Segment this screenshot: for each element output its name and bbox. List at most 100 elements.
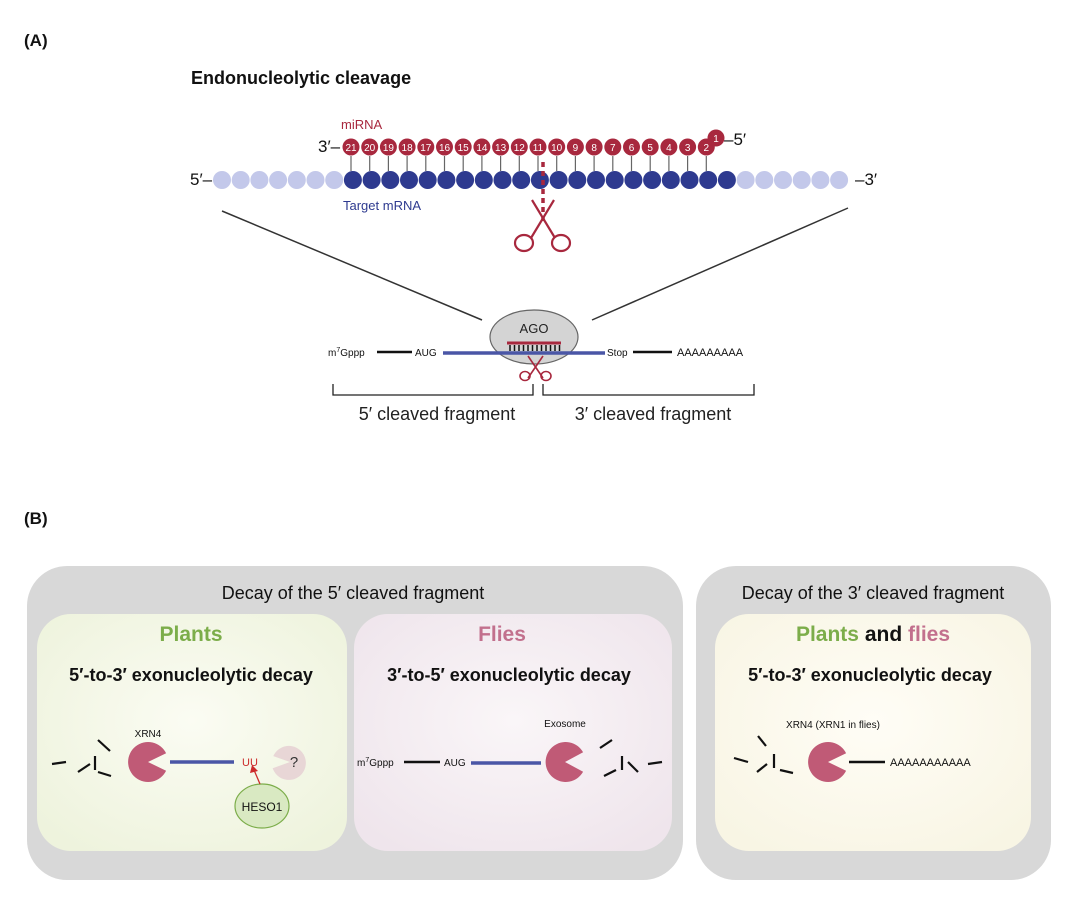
heso1-arrowhead: [250, 765, 258, 773]
mrna-bead-paired: [717, 171, 736, 189]
plants-and-flies-box: [715, 614, 1031, 851]
degraded-fragments-icon: [51, 739, 112, 778]
mirna-nucleotide: [379, 138, 397, 156]
mrna-bead-paired: [568, 171, 587, 189]
heso1-arrow: [253, 769, 261, 785]
mirna-nucleotide-number: 17: [420, 143, 432, 154]
mrna-bead-paired: [587, 171, 605, 189]
panel-b-label: (B): [24, 509, 48, 528]
heso1-enzyme: [234, 783, 290, 829]
heso1-label: HESO1: [242, 800, 283, 814]
xrn4-pacman-icon: [128, 742, 167, 782]
box-3-title: Decay of the 3′ cleaved fragment: [742, 583, 1005, 603]
mirna-nucleotide-number: 7: [610, 143, 616, 154]
mirna-nucleotide-number: 4: [666, 143, 672, 154]
mirna-nucleotide: [604, 138, 622, 156]
mirna-nucleotide-number: 1: [713, 134, 719, 145]
mirna-nucleotide: [548, 138, 566, 156]
mrna-bead: [830, 171, 849, 189]
mirna-nucleotide-number: 2: [704, 143, 710, 154]
plants-and-flies-subtitle: 5′-to-3′ exonucleolytic decay: [748, 665, 992, 685]
bracket-5-fragment: [332, 384, 534, 396]
mrna-bead-paired: [381, 171, 400, 189]
mrna-bead-paired: [512, 171, 531, 189]
mrna-5prime-end: 5′–: [190, 170, 213, 189]
aug-label-b: AUG: [444, 758, 466, 769]
mirna-nucleotide-number: 12: [514, 143, 526, 154]
mrna-bead-paired: [418, 171, 437, 189]
mirna-nucleotide-number: 11: [533, 143, 544, 154]
mrna-bead-paired: [493, 171, 512, 189]
mrna-bead-paired: [699, 171, 718, 189]
mirna-nucleotide-unpaired: [707, 129, 725, 147]
mirna-nucleotide: [510, 138, 528, 156]
cap-label-a: m7Gppp: [328, 347, 365, 359]
mrna-bead-paired: [474, 171, 493, 189]
mirna-label: miRNA: [341, 117, 382, 132]
mirna-nucleotide: [679, 138, 697, 156]
mirna-nucleotide: [473, 138, 491, 156]
mrna-bead: [250, 171, 269, 189]
mrna-bead-paired: [680, 171, 699, 189]
small-scissors-icon: [519, 355, 552, 382]
mrna-bead: [325, 171, 344, 189]
mrna-bead: [213, 171, 231, 189]
mirna-nucleotide-number: 21: [345, 143, 357, 154]
mirna-nucleotide: [641, 138, 659, 156]
mirna-nucleotide-number: 6: [629, 143, 635, 154]
exosome-pacman-icon: [545, 742, 584, 782]
xrn4-label: XRN4: [135, 729, 162, 740]
plants-title: Plants: [159, 623, 222, 646]
mirna-nucleotide: [492, 138, 510, 156]
mrna-bead: [811, 171, 830, 189]
mirna-nucleotide-number: 16: [439, 143, 451, 154]
mirna-nucleotide-number: 8: [591, 143, 597, 154]
plants-and-flies-title: Plants and flies: [796, 623, 950, 646]
flies-subtitle: 3′-to-5′ exonucleolytic decay: [387, 665, 631, 685]
mirna-nucleotide: [436, 138, 453, 156]
ago-protein: [489, 309, 579, 365]
mirna-nucleotide: [623, 138, 640, 156]
mrna-bead-paired: [362, 171, 381, 189]
mirna-nucleotide-number: 3: [685, 143, 691, 154]
cap-label-b: m7Gppp: [357, 757, 394, 769]
exosome-label: Exosome: [544, 719, 586, 730]
mirna-nucleotide-number: 13: [495, 143, 507, 154]
mirna-nucleotide: [660, 138, 678, 156]
mrna-bead-paired: [605, 171, 624, 189]
mirna-nucleotide-number: 20: [364, 143, 376, 154]
mrna-bead-paired: [530, 171, 549, 189]
mrna-3prime-end: –3′: [855, 170, 877, 189]
uu-tail-label: UU: [242, 757, 258, 769]
mirna-stems: [350, 156, 707, 171]
degraded-fragments-icon-3prime: [733, 735, 794, 775]
flies-degraded-fragments-icon: [599, 739, 663, 777]
bracket-3-fragment: [542, 384, 755, 396]
target-mrna-beads: [213, 171, 849, 189]
xrn4-xrn1-pacman-icon: [808, 741, 847, 782]
base-pair-ticks: [509, 345, 561, 351]
mrna-bead-paired: [437, 171, 456, 189]
flies-box: [354, 614, 672, 851]
panel-a-heading: Endonucleolytic cleavage: [191, 68, 411, 88]
zoom-line-left: [221, 210, 483, 321]
polya-tail-b: AAAAAAAAAAA: [890, 757, 971, 769]
mrna-bead: [792, 171, 811, 189]
mrna-bead-paired: [456, 171, 475, 189]
mirna-nucleotide: [566, 138, 584, 156]
mrna-bead: [755, 171, 774, 189]
box-5-title: Decay of the 5′ cleaved fragment: [222, 583, 485, 603]
mirna-nucleotide: [342, 138, 360, 156]
mirna-nucleotide: [585, 138, 603, 156]
mirna-nucleotide-number: 14: [476, 143, 488, 154]
mirna-nucleotide: [417, 138, 435, 156]
mrna-bead: [269, 171, 288, 189]
mrna-bead: [736, 171, 755, 189]
fragment-5-label: 5′ cleaved fragment: [359, 404, 515, 424]
mirna-3prime-end: 3′–: [318, 137, 341, 156]
mrna-bead: [774, 171, 792, 189]
polya-tail-a: AAAAAAAAA: [677, 347, 744, 359]
unknown-nuclease-pacman-icon: [272, 745, 306, 780]
